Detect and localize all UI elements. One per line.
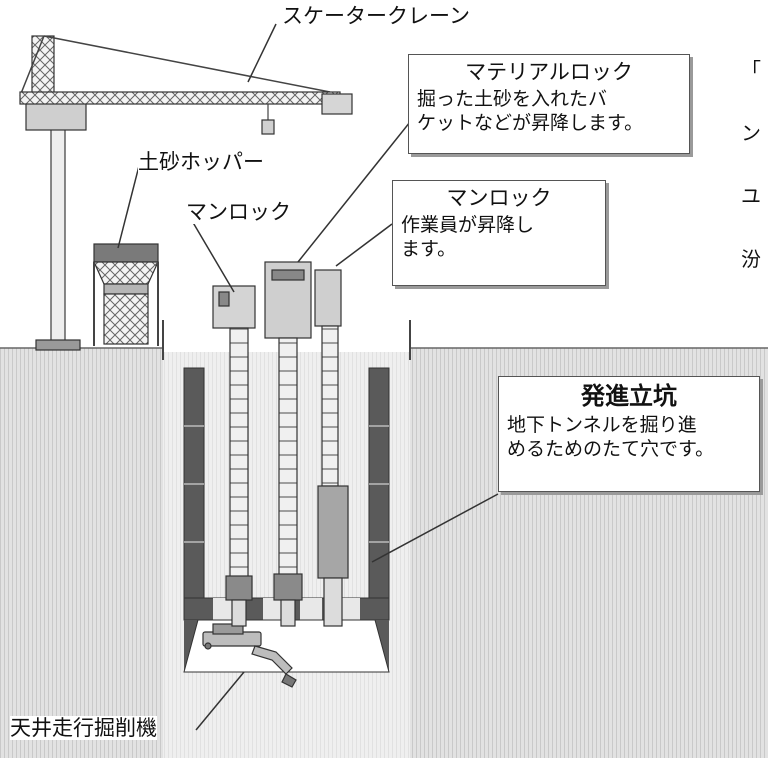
crane-label: スケータークレーン <box>282 4 470 29</box>
man-lock-line-2: ます。 <box>401 238 457 261</box>
shaft-left-wall <box>183 367 205 599</box>
skater-crane <box>19 35 353 351</box>
leader-crane <box>247 23 277 83</box>
leader-man-lock-right <box>335 223 393 267</box>
shaft-callout: 発進立坑 地下トンネルを掘り進 めるためのたて穴です。 <box>498 376 760 492</box>
hopper-label: 土砂ホッパー <box>138 150 264 175</box>
shaft-right-wall <box>368 367 390 599</box>
material-lock-line-2: ケットなどが昇降します。 <box>417 112 644 135</box>
leader-material-lock <box>297 121 411 263</box>
man-lock-callout: マンロック 作業員が昇降し ます。 <box>392 180 606 286</box>
man-lock-left-shaft <box>212 285 256 627</box>
leader-shaft <box>371 493 499 563</box>
material-lock-line-1: 掘った土砂を入れたバ <box>417 87 608 110</box>
edge-char-2: ン <box>741 121 761 145</box>
edge-char-4: 汾 <box>741 247 761 271</box>
soil-hopper <box>93 243 159 346</box>
edge-char-1: 「 <box>741 58 761 82</box>
man-lock-right-shaft <box>314 269 349 627</box>
man-lock-line-1: 作業員が昇降し <box>401 213 535 236</box>
material-lock-title: マテリアルロック <box>465 60 633 84</box>
material-lock-shaft <box>264 261 312 627</box>
shaft-title: 発進立坑 <box>581 382 677 410</box>
leader-hopper <box>117 161 141 249</box>
excavator-label: 天井走行掘削機 <box>10 716 157 741</box>
leader-excavator <box>195 671 245 731</box>
man-lock-left-label: マンロック <box>186 200 291 225</box>
shaft-line-1: 地下トンネルを掘り進 <box>507 413 697 436</box>
leader-lines <box>117 23 499 731</box>
leader-man-lock-left <box>187 213 235 293</box>
material-lock-callout: マテリアルロック 掘った土砂を入れたバ ケットなどが昇降します。 <box>408 54 690 154</box>
ceiling-excavator <box>202 623 297 688</box>
man-lock-title: マンロック <box>446 186 552 210</box>
edge-cutoff-text: 「 ン ユ 汾 <box>741 18 768 291</box>
edge-char-3: ユ <box>741 184 761 208</box>
shaft-line-2: めるためのたて穴です。 <box>507 438 715 461</box>
